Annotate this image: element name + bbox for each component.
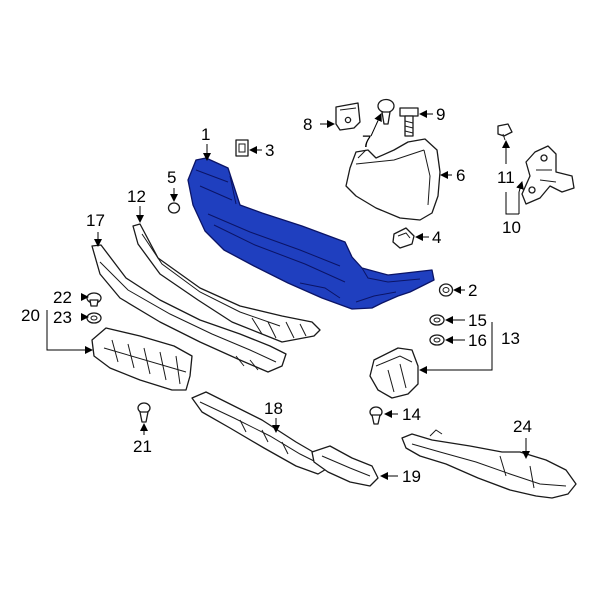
- bumper-cover-part-1[interactable]: [187, 157, 435, 310]
- callout-10: 10: [502, 218, 521, 237]
- callout-24: 24: [513, 417, 532, 436]
- lower-trim-part-12[interactable]: [132, 223, 321, 343]
- push-pin-part-21[interactable]: [137, 402, 151, 423]
- push-pin-part-7[interactable]: [377, 98, 395, 125]
- bolt-part-11[interactable]: [497, 123, 513, 141]
- lower-molding-part-17[interactable]: [91, 244, 287, 373]
- grommet-part-15[interactable]: [429, 314, 445, 326]
- callout-13: 13: [501, 329, 520, 348]
- plug-part-5[interactable]: [167, 202, 181, 214]
- lower-deflector-part-18[interactable]: [191, 391, 329, 475]
- callout-5: 5: [167, 168, 176, 187]
- corner-bracket-part-6[interactable]: [345, 138, 441, 221]
- callout-labels: 1 2 3 4 5 6 7 8 9 10 11 12 13 14 15 16 1…: [21, 105, 532, 486]
- callout-22: 22: [53, 288, 72, 307]
- callout-9: 9: [436, 105, 445, 124]
- callout-14: 14: [402, 405, 421, 424]
- clip-part-3[interactable]: [235, 139, 249, 157]
- nut-part-4[interactable]: [392, 227, 415, 249]
- grommet-part-16[interactable]: [429, 334, 445, 346]
- callout-17: 17: [86, 211, 105, 230]
- leader-lines: [46, 110, 530, 480]
- callout-15: 15: [468, 311, 487, 330]
- callout-16: 16: [468, 331, 487, 350]
- skid-plate-part-20[interactable]: [91, 327, 193, 391]
- callout-1: 1: [201, 125, 210, 144]
- mounting-bracket-part-10[interactable]: [521, 145, 575, 205]
- bracket-part-13[interactable]: [369, 347, 419, 399]
- callout-3: 3: [265, 141, 274, 160]
- grommet-part-2[interactable]: [438, 283, 454, 297]
- clip-part-23[interactable]: [86, 312, 102, 324]
- callout-8: 8: [303, 115, 312, 134]
- bracket-part-8[interactable]: [335, 102, 361, 131]
- callout-11: 11: [497, 168, 515, 187]
- callout-23: 23: [53, 308, 72, 327]
- push-pin-part-14[interactable]: [369, 406, 383, 425]
- clip-part-22[interactable]: [86, 292, 102, 307]
- callout-21: 21: [133, 437, 152, 456]
- end-cap-part-19[interactable]: [311, 445, 379, 487]
- callout-19: 19: [402, 467, 421, 486]
- side-extension-part-24[interactable]: [401, 429, 577, 499]
- callout-6: 6: [456, 166, 465, 185]
- bolt-part-9[interactable]: [399, 107, 419, 137]
- callout-4: 4: [432, 228, 441, 247]
- callout-2: 2: [468, 281, 477, 300]
- callout-12: 12: [127, 187, 146, 206]
- callout-7: 7: [362, 132, 371, 151]
- callout-18: 18: [264, 399, 283, 418]
- callout-20: 20: [21, 306, 40, 325]
